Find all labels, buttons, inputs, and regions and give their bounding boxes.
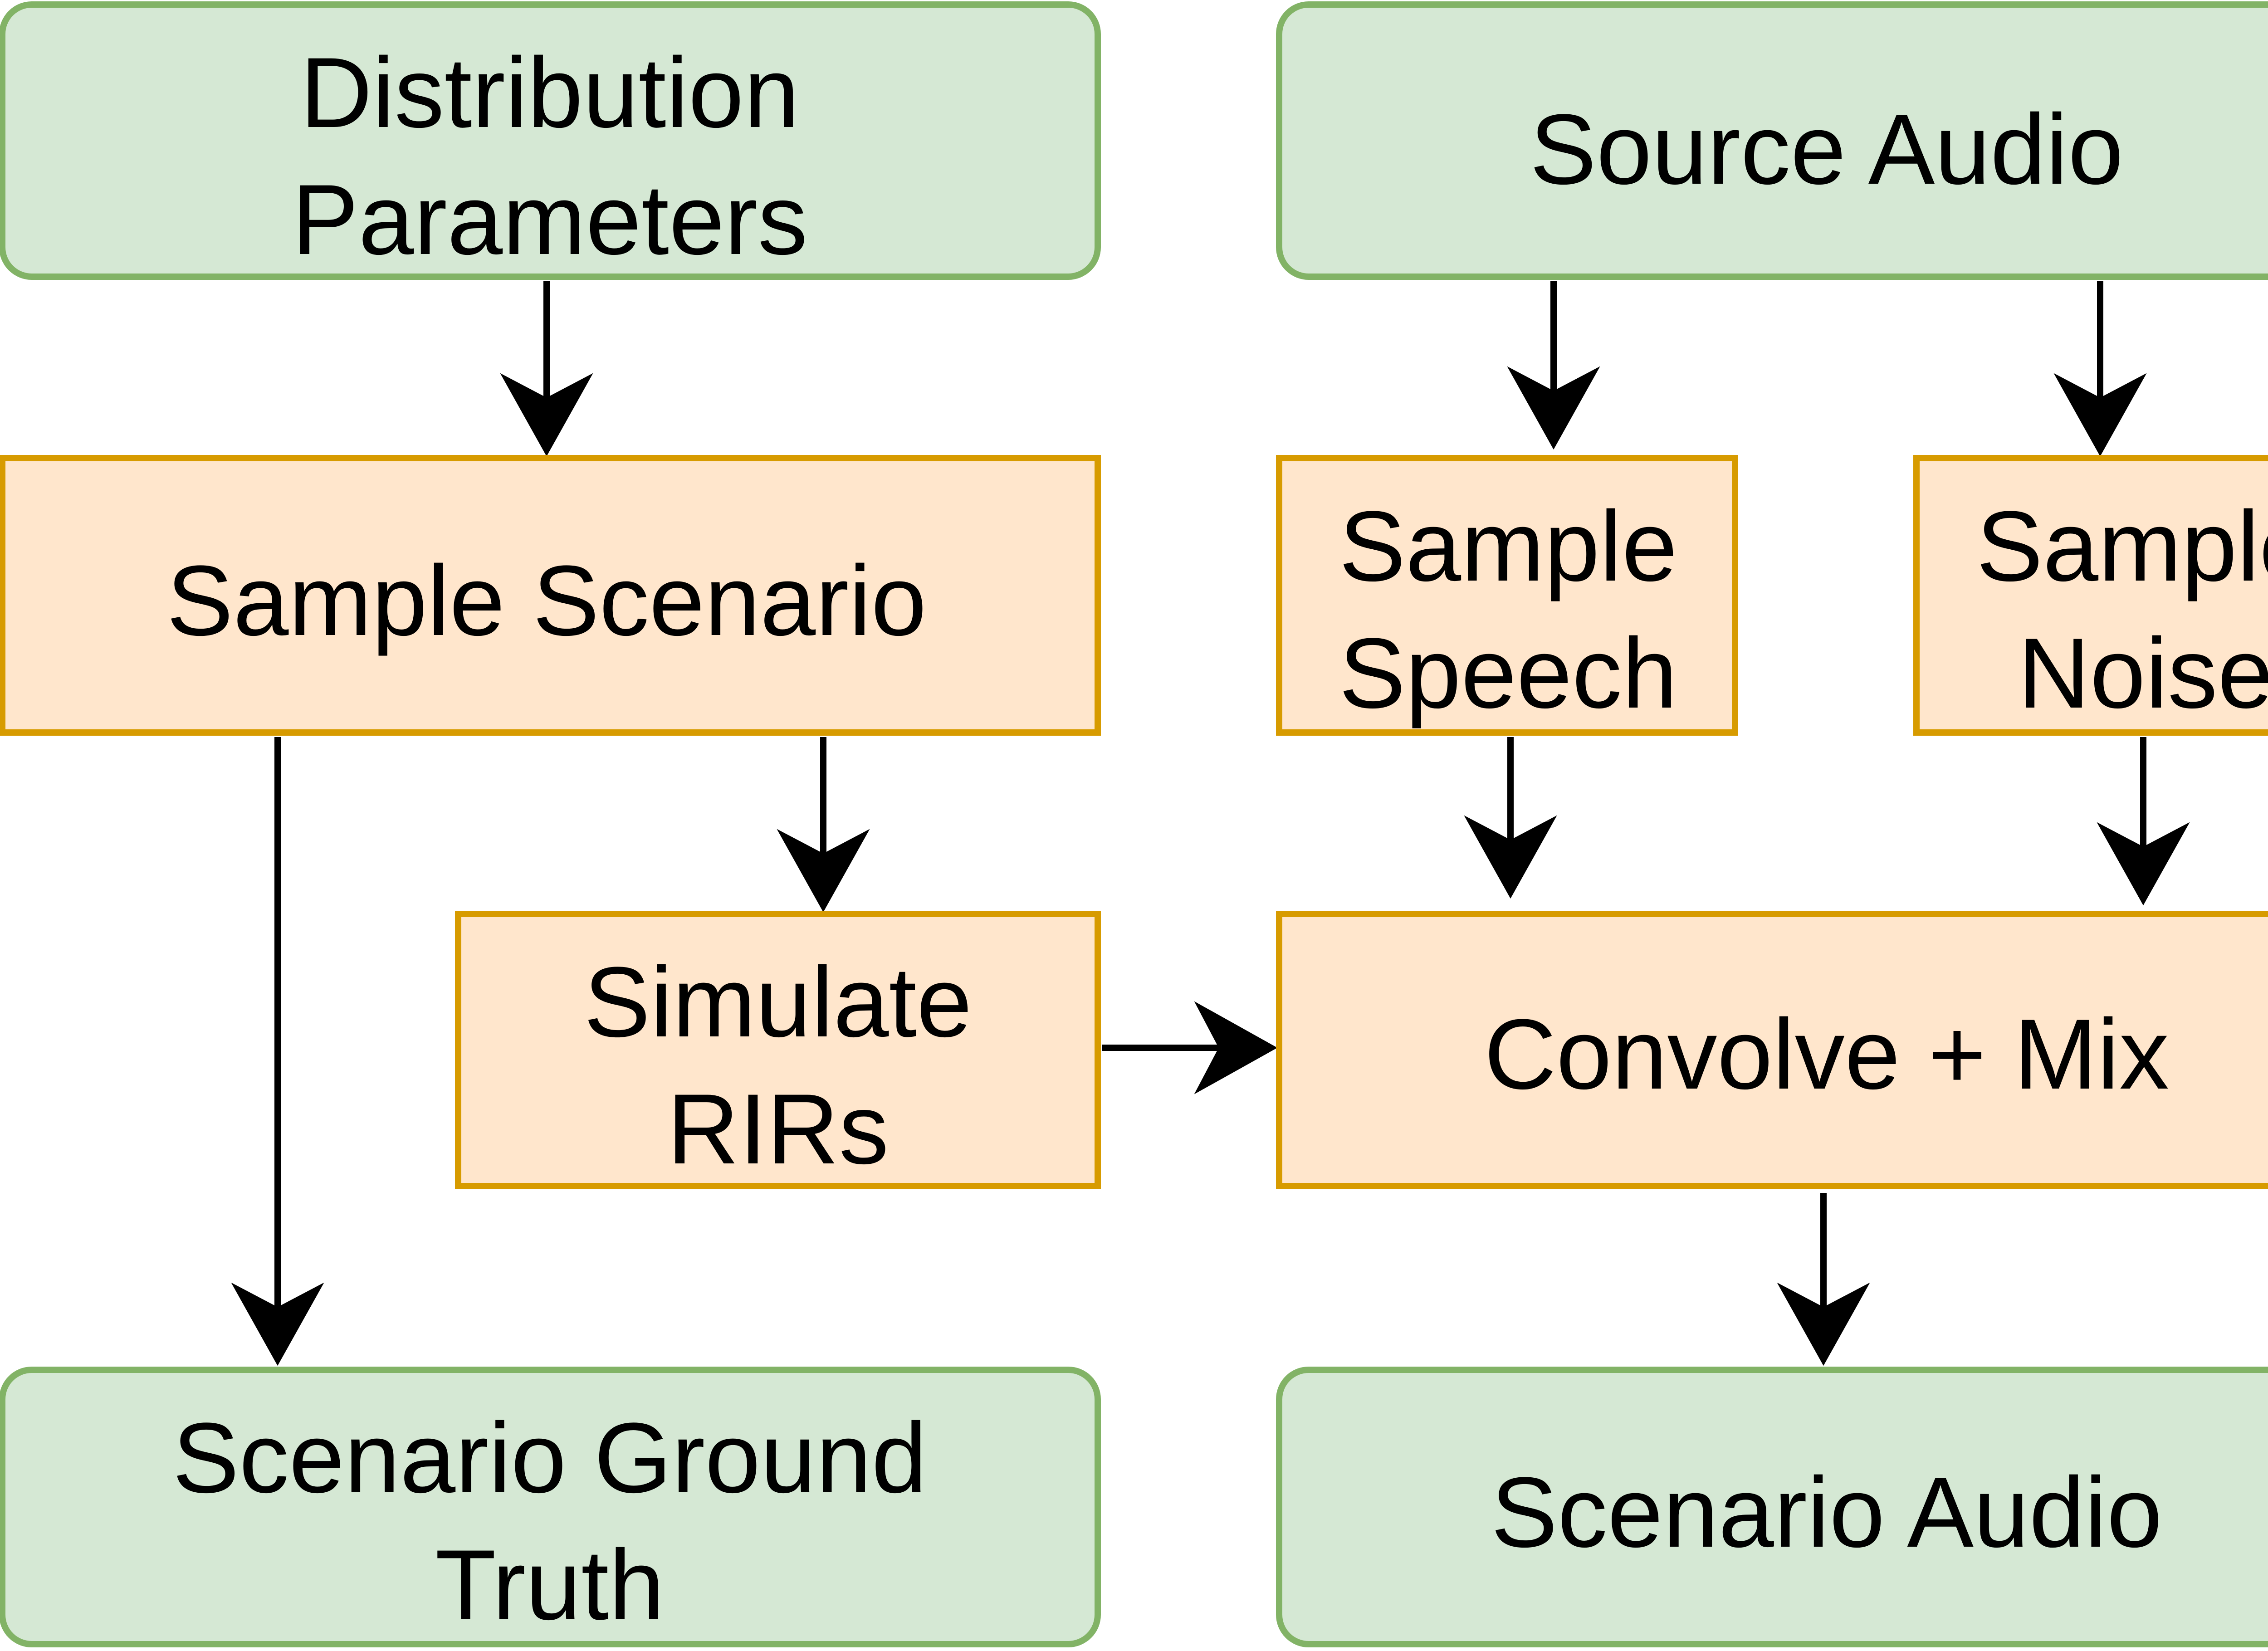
node-simulate-rirs-line2: RIRs (667, 1073, 889, 1185)
node-sample-speech-line1: Sample (1339, 490, 1677, 602)
node-source-audio: Source Audio (1276, 1, 2268, 280)
node-sample-scenario: Sample Scenario (0, 455, 1101, 736)
node-convolve-mix-line1: Convolve + Mix (1484, 998, 2169, 1110)
node-scenario-audio: Scenario Audio (1276, 1367, 2268, 1647)
edge-sample-speech-to-convolve-mix (1464, 737, 1557, 899)
edge-sample-scenario-to-simulate-rirs (777, 737, 870, 913)
node-simulate-rirs: Simulate RIRs (455, 911, 1101, 1189)
edge-source-audio-to-sample-speech (1507, 281, 1600, 450)
node-convolve-mix: Convolve + Mix (1276, 911, 2268, 1189)
edge-sample-scenario-to-ground-truth (231, 737, 324, 1366)
node-distribution-parameters-line1: Distribution (300, 37, 799, 148)
node-simulate-rirs-line1: Simulate (584, 946, 972, 1058)
node-sample-noise-line2: Noise (2018, 617, 2268, 729)
node-sample-speech-line2: Speech (1339, 617, 1677, 729)
node-sample-scenario-line1: Sample Scenario (166, 545, 926, 656)
edge-convolve-mix-to-scenario-audio (1777, 1193, 1870, 1366)
edge-distribution-to-sample-scenario (500, 281, 593, 457)
node-sample-noise: Sample Noise (1913, 455, 2268, 736)
node-scenario-ground-truth-line2: Truth (435, 1529, 664, 1641)
node-scenario-ground-truth-line1: Scenario Ground (172, 1402, 927, 1514)
node-distribution-parameters-line2: Parameters (292, 164, 807, 275)
node-sample-speech: Sample Speech (1276, 455, 1738, 736)
node-sample-noise-line1: Sample (1976, 490, 2268, 602)
node-scenario-audio-line1: Scenario Audio (1491, 1456, 2162, 1568)
edge-sample-noise-to-convolve-mix (2097, 737, 2190, 906)
edge-source-audio-to-sample-noise (2053, 281, 2147, 457)
node-source-audio-line1: Source Audio (1530, 93, 2124, 205)
node-scenario-ground-truth: Scenario Ground Truth (0, 1367, 1101, 1647)
node-distribution-parameters: Distribution Parameters (0, 1, 1101, 280)
edge-simulate-rirs-to-convolve-mix (1102, 1001, 1278, 1094)
